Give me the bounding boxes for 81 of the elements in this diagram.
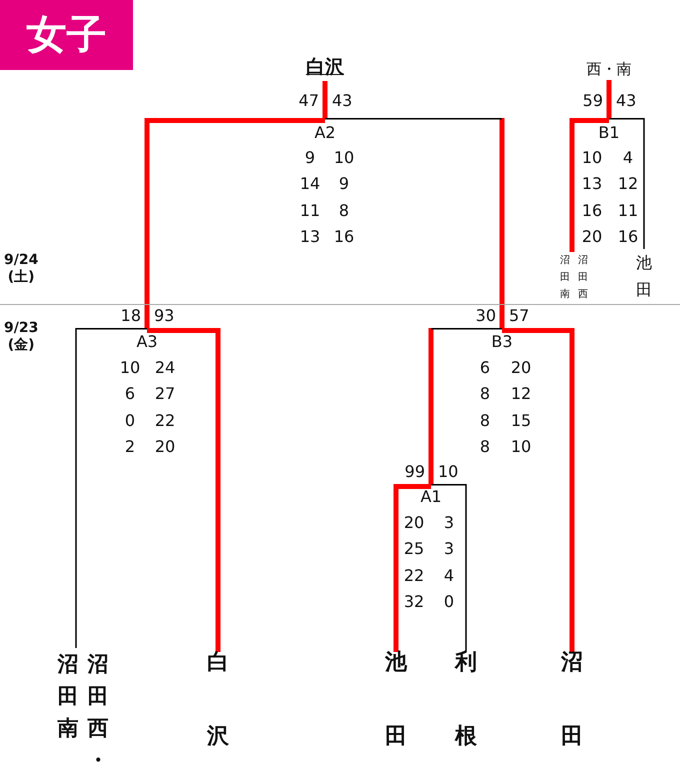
bracket-line — [606, 80, 612, 118]
team-name: 沼田南 — [58, 651, 78, 742]
total-score: 47 — [298, 92, 319, 110]
bracket-line — [570, 118, 574, 252]
match-label: A1 — [420, 488, 442, 506]
set-score: 9 — [304, 149, 316, 167]
set-score: 13 — [582, 175, 602, 194]
bracket-line — [216, 328, 220, 652]
date-label: 9/23 (金) — [4, 320, 38, 354]
total-score: 43 — [332, 92, 352, 110]
match-label: A3 — [136, 333, 158, 351]
set-score: 13 — [300, 228, 320, 246]
total-score: 18 — [120, 307, 141, 325]
set-score: 8 — [480, 412, 490, 430]
bracket-line — [465, 484, 467, 652]
team-name: 沼田西・ — [88, 651, 108, 774]
match-label: B3 — [491, 333, 513, 351]
set-score: 20 — [404, 514, 424, 532]
set-score: 16 — [334, 228, 354, 246]
set-score: 11 — [300, 202, 320, 220]
team-name: 白沢 — [207, 652, 229, 748]
set-score: 9 — [338, 175, 350, 194]
set-score: 27 — [154, 385, 176, 404]
total-score: 30 — [476, 307, 496, 325]
total-score: 93 — [154, 307, 174, 325]
winner-name: 西・南 — [586, 58, 632, 80]
set-score: 20 — [510, 359, 532, 377]
set-score: 10 — [334, 149, 354, 167]
date-label: 9/24 (土) — [4, 252, 38, 286]
winner-name: 白沢 — [306, 54, 344, 81]
set-score: 16 — [582, 202, 602, 220]
set-score: 0 — [444, 593, 454, 612]
set-score: 6 — [124, 385, 136, 404]
set-score: 12 — [618, 175, 638, 194]
set-score: 10 — [120, 359, 140, 377]
set-score: 2 — [124, 438, 136, 456]
set-score: 14 — [300, 175, 320, 194]
bracket-line — [570, 328, 574, 652]
set-score: 10 — [510, 438, 532, 456]
total-score: 57 — [509, 307, 530, 325]
set-score: 3 — [444, 514, 454, 532]
set-score: 10 — [582, 149, 602, 167]
bracket-line — [643, 118, 645, 249]
bracket-line — [75, 328, 77, 648]
set-score: 22 — [154, 412, 176, 430]
total-score: 99 — [404, 463, 425, 481]
total-score: 43 — [616, 92, 636, 110]
set-score: 20 — [582, 228, 602, 246]
total-score: 10 — [438, 463, 458, 481]
team-name: 池田 — [385, 652, 407, 748]
set-score: 25 — [404, 540, 424, 558]
set-score: 8 — [480, 385, 490, 404]
set-score: 6 — [480, 359, 490, 377]
set-score: 3 — [444, 540, 454, 558]
bracket-line — [394, 484, 398, 652]
page-title: 女子 — [0, 0, 133, 70]
set-score: 0 — [124, 412, 136, 430]
match-label: A2 — [314, 124, 336, 142]
set-score: 11 — [618, 202, 638, 220]
bracket-line — [428, 328, 434, 484]
set-score: 24 — [154, 359, 176, 377]
set-score: 16 — [618, 228, 638, 246]
bracket-line — [144, 118, 150, 328]
set-score: 4 — [622, 149, 634, 167]
set-score: 4 — [444, 566, 454, 585]
set-score: 15 — [510, 412, 532, 430]
team-name: 利根 — [455, 652, 477, 748]
set-score: 32 — [404, 593, 424, 612]
set-score: 8 — [338, 202, 350, 220]
team-name: 沼田南 — [560, 254, 570, 302]
set-score: 22 — [404, 566, 424, 585]
total-score: 59 — [582, 92, 603, 110]
team-name: 沼田 — [561, 652, 583, 748]
match-label: B1 — [598, 124, 620, 142]
team-name: 池田 — [636, 249, 652, 303]
bracket-line — [322, 81, 328, 118]
bracket-line — [500, 118, 504, 328]
team-name: 沼田西 — [578, 254, 588, 302]
set-score: 20 — [154, 438, 176, 456]
set-score: 12 — [510, 385, 532, 404]
set-score: 8 — [480, 438, 490, 456]
